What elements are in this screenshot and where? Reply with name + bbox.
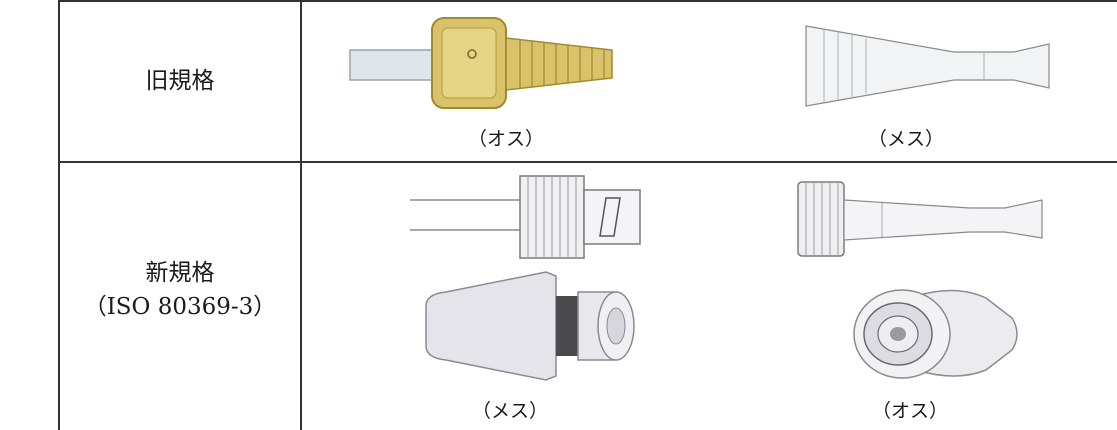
new-male-connector-diagram [797, 181, 1043, 257]
new-standard-label: 新規格 [145, 260, 215, 286]
old-left-caption: （オス） [467, 128, 544, 150]
new-female-connector-3d [425, 271, 635, 381]
new-female-connector-diagram [410, 175, 641, 259]
old-female-connector-image [805, 25, 1050, 107]
row-label-old-standard: 旧規格 [60, 64, 300, 98]
table-left-border [58, 0, 60, 430]
old-right-caption: （メス） [867, 128, 944, 150]
new-standard-iso-label: （ISO 80369-3） [83, 294, 277, 320]
new-male-connector-3d [853, 289, 1018, 379]
old-standard-label: 旧規格 [145, 68, 215, 94]
table-top-border [58, 0, 1117, 2]
new-left-caption: （メス） [471, 400, 548, 422]
old-male-connector-image [349, 17, 613, 109]
new-right-caption: （オス） [871, 400, 948, 422]
row-divider [58, 161, 1117, 163]
column-divider [300, 0, 302, 430]
row-label-new-standard: 新規格 （ISO 80369-3） [60, 256, 300, 324]
